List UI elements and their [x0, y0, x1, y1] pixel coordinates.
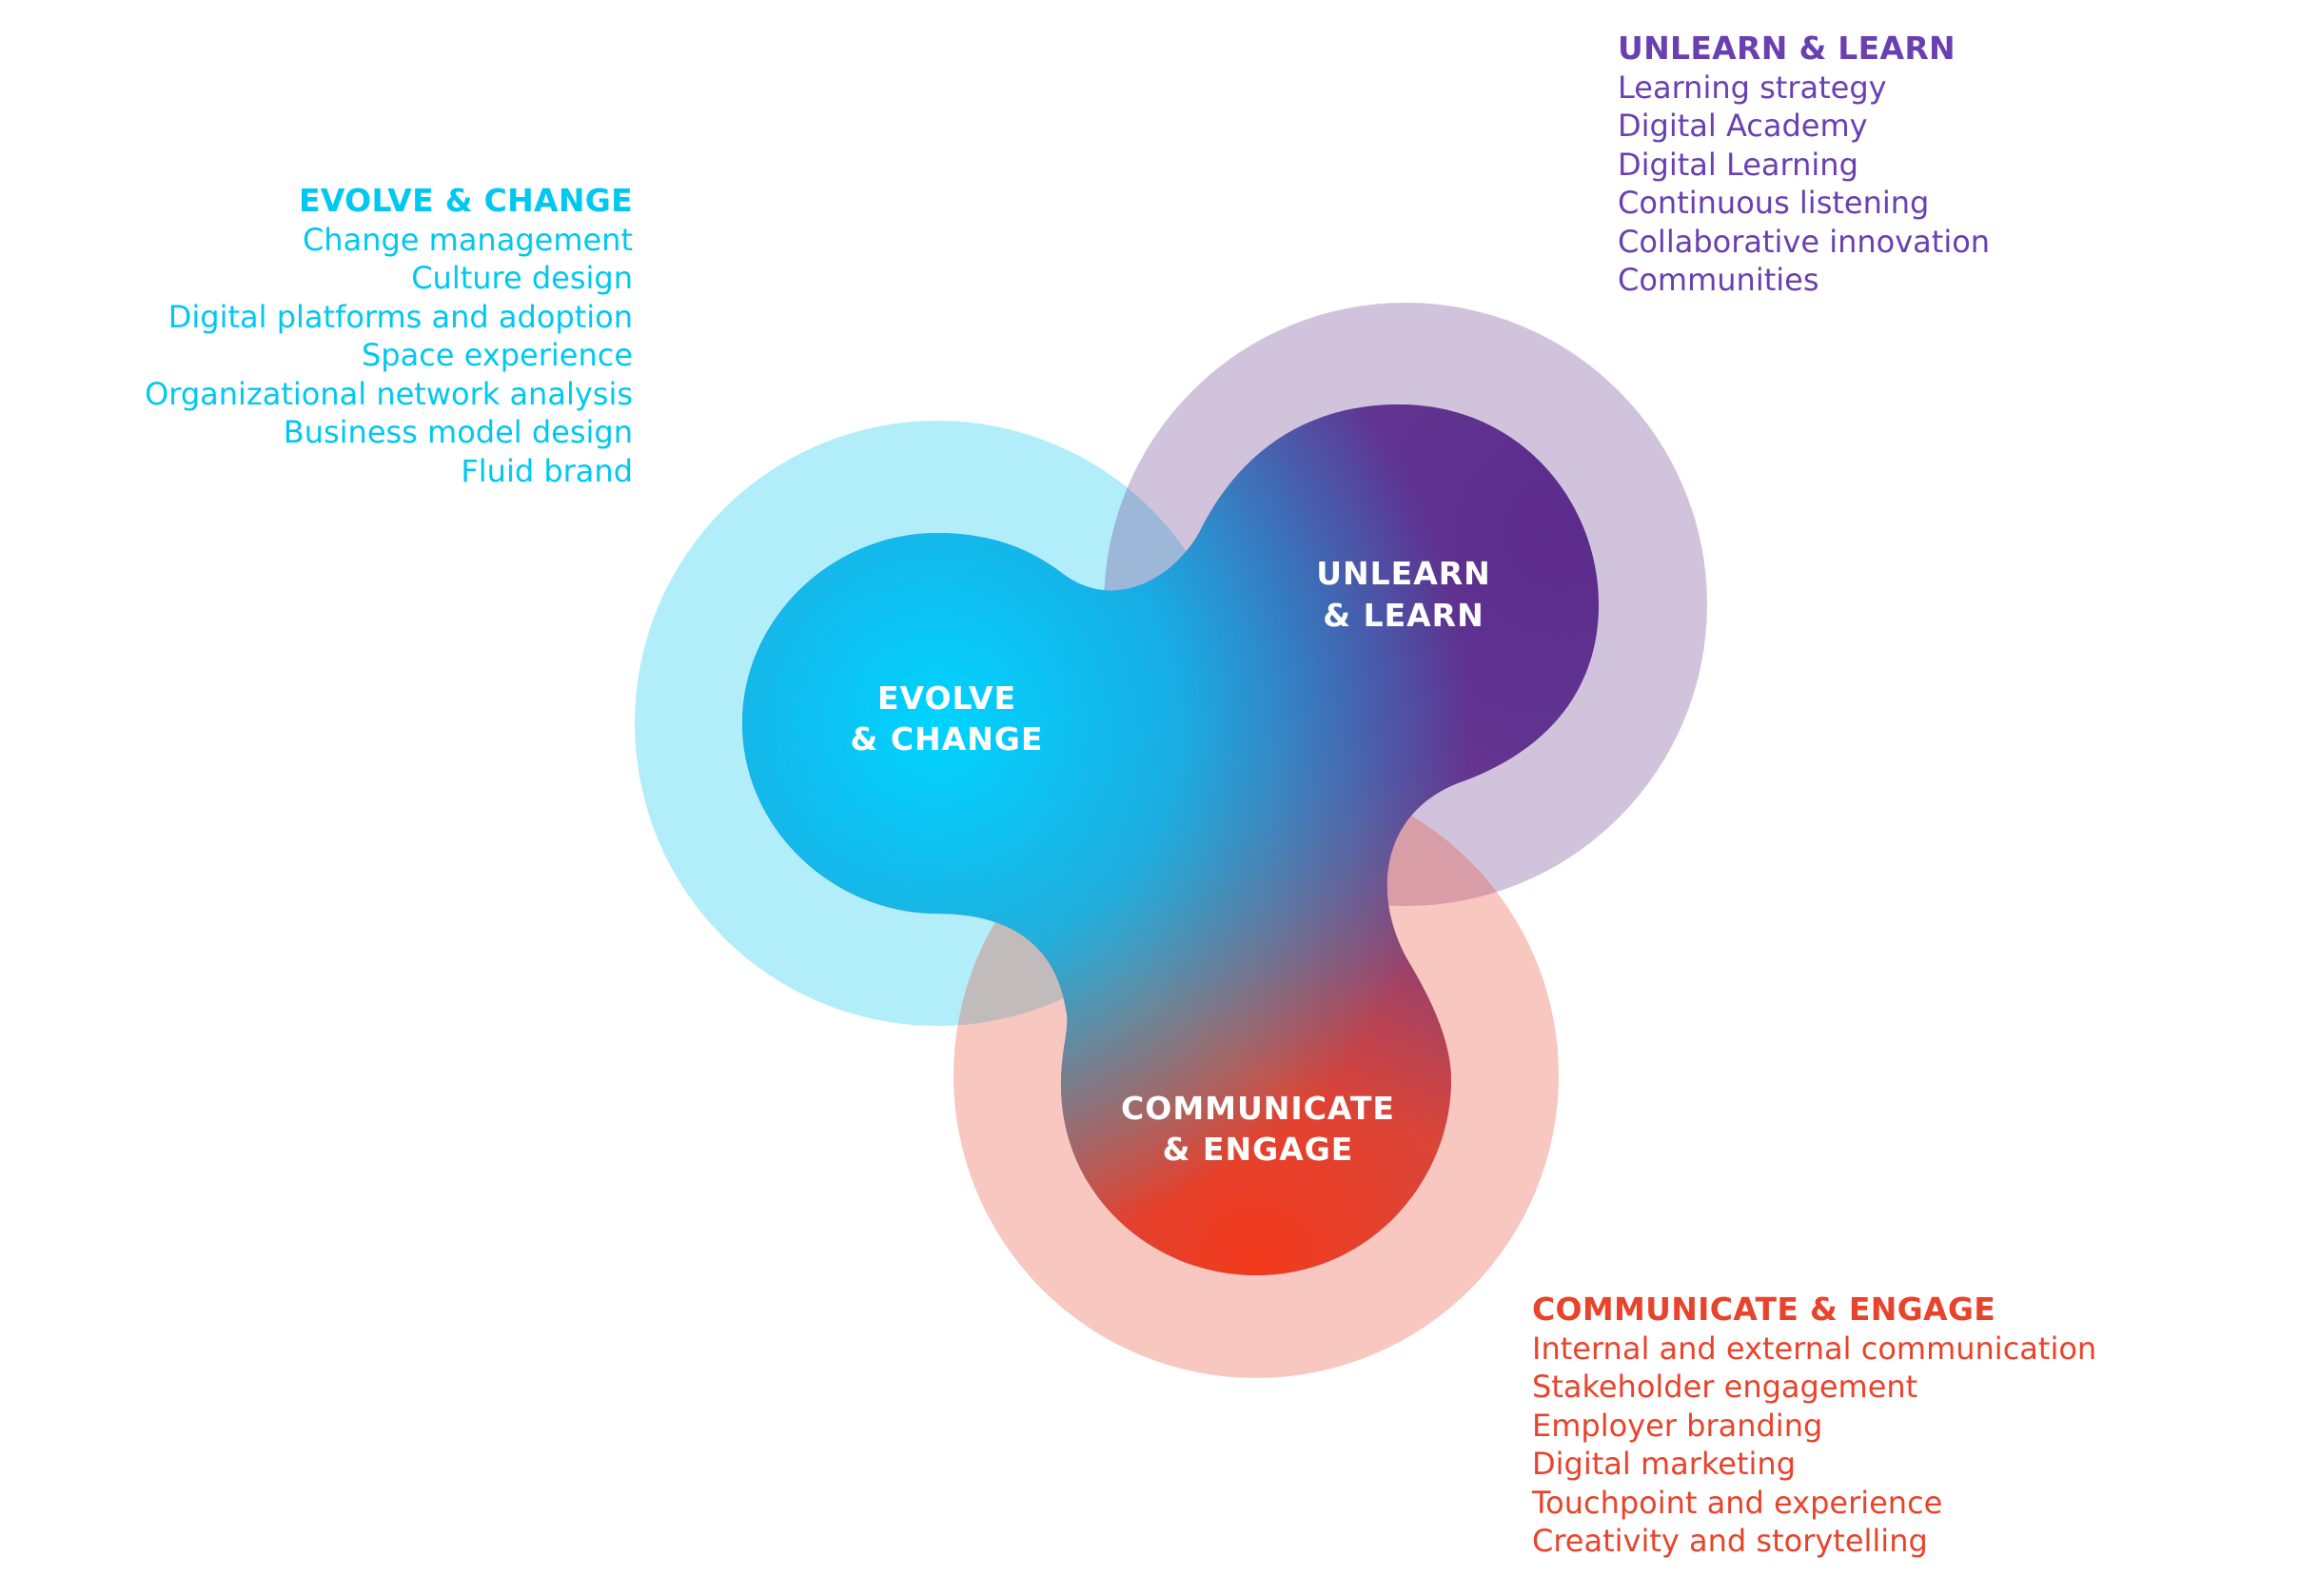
evolve-list-item: Organizational network analysis — [145, 375, 633, 412]
evolve-lobe-label-line2: & CHANGE — [851, 720, 1044, 758]
evolve-list-item: Change management — [302, 221, 633, 258]
communicate-list-item: Digital marketing — [1532, 1446, 1796, 1482]
unlearn-list: UNLEARN & LEARN Learning strategy Digita… — [1618, 30, 1990, 300]
evolve-list-item: Space experience — [361, 337, 633, 373]
evolve-list-heading: EVOLVE & CHANGE — [299, 182, 633, 219]
unlearn-list-item: Digital Learning — [1618, 146, 1858, 183]
communicate-list-heading: COMMUNICATE & ENGAGE — [1532, 1291, 1996, 1328]
communicate-list: COMMUNICATE & ENGAGE Internal and extern… — [1532, 1291, 2096, 1561]
evolve-list-item: Fluid brand — [461, 452, 633, 489]
evolve-list-item: Culture design — [411, 260, 633, 296]
unlearn-lobe-label-line2: & LEARN — [1323, 597, 1484, 634]
communicate-list-item: Internal and external communication — [1532, 1330, 2097, 1367]
unlearn-list-item: Digital Academy — [1618, 108, 1868, 144]
unlearn-list-heading: UNLEARN & LEARN — [1618, 30, 1956, 67]
communicate-lobe-label-line2: & ENGAGE — [1163, 1131, 1354, 1168]
communicate-list-item: Creativity and storytelling — [1532, 1523, 1928, 1559]
unlearn-list-item: Communities — [1618, 262, 1819, 298]
unlearn-list-item: Collaborative innovation — [1618, 223, 1991, 260]
unlearn-list-item: Continuous listening — [1618, 185, 1930, 221]
evolve-lobe-label-line1: EVOLVE — [877, 680, 1016, 717]
evolve-list-item: Business model design — [283, 414, 633, 450]
communicate-list-item: Employer branding — [1532, 1407, 1823, 1444]
communicate-list-item: Touchpoint and experience — [1532, 1484, 1943, 1521]
communicate-list-item: Stakeholder engagement — [1532, 1369, 1918, 1405]
communicate-lobe-label-line1: COMMUNICATE — [1121, 1090, 1395, 1127]
evolve-list-item: Digital platforms and adoption — [167, 298, 633, 335]
evolve-list: EVOLVE & CHANGE Change management Cultur… — [145, 182, 633, 490]
unlearn-lobe-label-line1: UNLEARN — [1316, 555, 1491, 592]
unlearn-list-item: Learning strategy — [1618, 69, 1887, 106]
